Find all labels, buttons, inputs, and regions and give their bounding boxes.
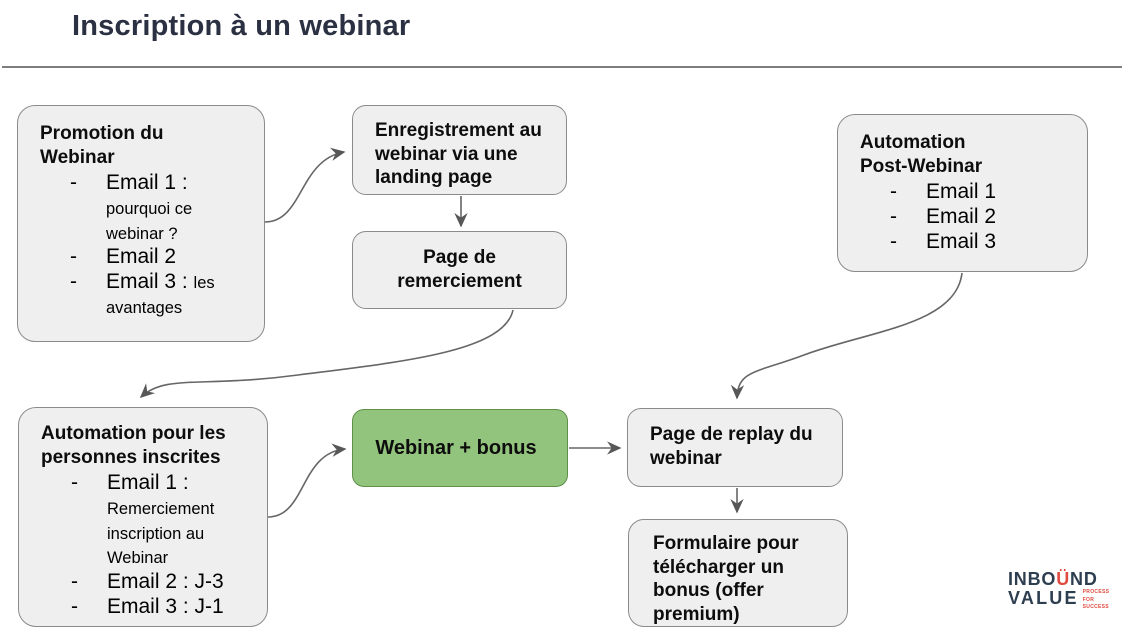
node-formulaire-bonus: Formulaire pour télécharger un bonus (of…	[628, 519, 848, 627]
logo-tagline: PROCESS FOR SUCCESS	[1082, 589, 1110, 610]
item-main: Email 1	[926, 180, 997, 204]
list-item: - Email 3 : J-1	[65, 595, 249, 620]
node-promotion-webinar: Promotion du Webinar - Email 1 : pourquo…	[17, 105, 265, 342]
dash-bullet: -	[890, 229, 897, 253]
dash-bullet: -	[71, 594, 78, 618]
item-main: Email 3	[926, 229, 997, 253]
dash-bullet: -	[71, 570, 78, 594]
node-title: Page de remerciement	[397, 247, 522, 292]
node-title: Webinar + bonus	[375, 436, 537, 459]
dash-bullet: -	[890, 180, 897, 204]
node-page-replay: Page de replay du webinar	[627, 408, 843, 487]
list-item: - Email 3	[884, 230, 1067, 255]
dash-bullet: -	[890, 204, 897, 228]
list-item: - Email 1 : Remerciement inscription au …	[65, 471, 249, 570]
dash-bullet: -	[70, 171, 77, 195]
arrow-postwebinar-to-replay	[730, 272, 963, 400]
item-main: Email 3 :	[106, 270, 188, 294]
item-main: Email 1 :	[107, 471, 189, 495]
item-main: Email 2 : J-3	[107, 570, 224, 594]
node-enregistrement-landing-page: Enregistrement au webinar via une landin…	[352, 105, 567, 195]
email-list: - Email 1 : Remerciement inscription au …	[41, 471, 255, 620]
inbound-value-logo: INBOÜND VALUE PROCESS FOR SUCCESS	[1008, 570, 1109, 612]
node-webinar-bonus: Webinar + bonus	[352, 409, 568, 487]
list-item: - Email 1	[884, 180, 1067, 205]
logo-word-value: VALUE	[1008, 588, 1079, 608]
arrow-inscrits-to-webinar-bonus	[267, 443, 347, 518]
title-divider	[2, 66, 1122, 68]
item-sub: Remerciement inscription au Webinar	[107, 499, 215, 568]
node-automation-post-webinar: Automation Post-Webinar - Email 1 - Emai…	[837, 114, 1088, 272]
arrow-promotion-to-enregistrement	[264, 147, 346, 223]
item-main: Email 3 : J-1	[107, 594, 224, 618]
node-title: Promotion du Webinar	[40, 123, 164, 168]
list-item: - Email 3 : les avantages	[64, 270, 244, 320]
node-title: Formulaire pour télécharger un bonus (of…	[653, 533, 799, 625]
magnet-u-icon: Ü	[1056, 569, 1071, 589]
dash-bullet: -	[70, 245, 77, 269]
item-main: Email 1 :	[106, 171, 188, 195]
logo-word-inbound: INBOÜND	[1008, 569, 1098, 589]
item-main: Email 2	[926, 204, 997, 228]
item-sub: les avantages	[106, 274, 215, 317]
item-main: Email 2	[106, 245, 177, 269]
node-title: Enregistrement au webinar via une landin…	[375, 120, 542, 189]
email-list: - Email 1 : pourquoi ce webinar ? - Emai…	[40, 171, 250, 320]
dash-bullet: -	[71, 471, 78, 495]
list-item: - Email 2 : J-3	[65, 570, 249, 595]
node-title: Automation Post-Webinar	[860, 132, 983, 177]
list-item: - Email 1 : pourquoi ce webinar ?	[64, 171, 244, 245]
item-sub: pourquoi ce webinar ?	[106, 199, 193, 243]
node-automation-inscrits: Automation pour les personnes inscrites …	[18, 407, 268, 627]
dash-bullet: -	[70, 270, 77, 294]
email-list: - Email 1 - Email 2 - Email 3	[860, 180, 1073, 254]
list-item: - Email 2	[64, 245, 244, 270]
list-item: - Email 2	[884, 205, 1067, 230]
node-title: Automation pour les personnes inscrites	[41, 423, 226, 468]
page-title: Inscription à un webinar	[72, 10, 411, 42]
node-page-remerciement: Page de remerciement	[352, 231, 567, 309]
node-title: Page de replay du webinar	[650, 424, 813, 469]
